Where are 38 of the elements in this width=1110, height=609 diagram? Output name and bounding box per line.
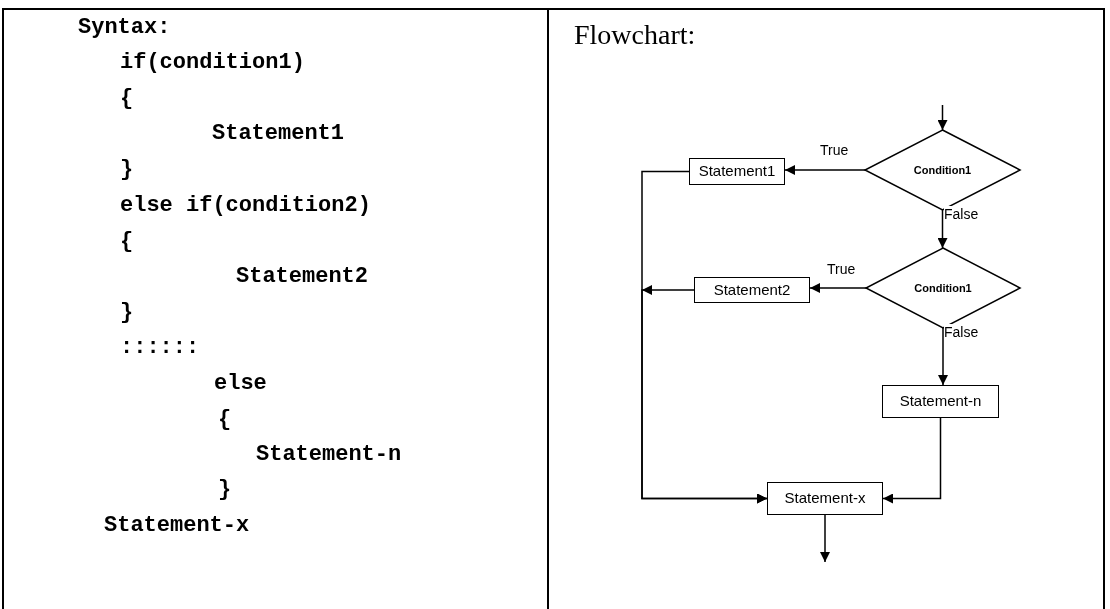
edge-label: False	[944, 324, 979, 340]
condition-text: Condition1	[914, 280, 972, 296]
code-line: ::::::	[120, 334, 200, 362]
arrow	[882, 417, 942, 504]
process-box	[694, 277, 810, 303]
edge-label: False	[944, 206, 979, 222]
arrow	[820, 514, 830, 563]
code-line: }	[120, 156, 134, 184]
arrow	[937, 104, 948, 131]
code-line: else	[214, 370, 267, 398]
code-line: {	[120, 228, 134, 256]
code-line: Statement2	[236, 263, 369, 291]
statement-text: Statement-n	[899, 391, 982, 412]
code-line: else if(condition2)	[120, 192, 371, 220]
code-line: {	[120, 85, 134, 113]
arrow	[641, 285, 768, 504]
edge-label: True	[827, 261, 856, 277]
code-line: Statement-x	[104, 512, 250, 540]
code-line: {	[218, 406, 232, 434]
edge-label: True	[820, 142, 849, 158]
process-box	[882, 385, 999, 418]
code-line: if(condition1)	[120, 49, 305, 77]
code-line: Statement1	[212, 120, 345, 148]
condition-text: Condition1	[913, 162, 972, 178]
statement-text: Statement1	[698, 161, 776, 182]
panel-heading: Flowchart:	[574, 18, 696, 52]
arrow	[809, 283, 867, 293]
code-line: Statement-n	[256, 441, 402, 469]
statement-text: Statement2	[713, 279, 791, 300]
code-line: }	[218, 476, 232, 504]
arrow	[784, 165, 866, 175]
arrow	[937, 209, 948, 249]
code-line: }	[120, 299, 134, 327]
statement-text: Statement-x	[784, 488, 866, 509]
process-box	[767, 482, 883, 515]
process-box	[689, 158, 785, 185]
code-line: Syntax:	[78, 14, 171, 42]
arrow	[938, 327, 948, 386]
